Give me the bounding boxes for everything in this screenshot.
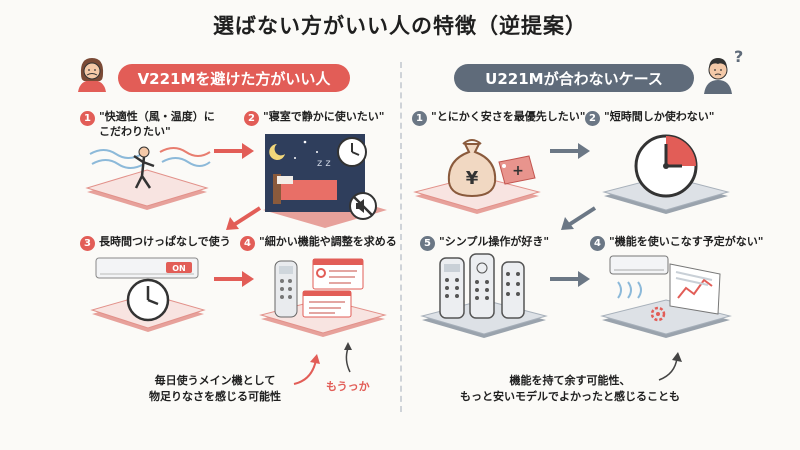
right-step-2: 2 "短時間しか使わない": [585, 110, 714, 126]
arrow-down-left-2: [561, 206, 597, 230]
arrow-right-2: [214, 271, 254, 287]
right-step-3: 5 "シンプル操作が好き": [420, 235, 549, 251]
right-step-4-number: 4: [590, 236, 605, 251]
arrow-right-4: [550, 271, 590, 287]
page-title: 選ばない方がいい人の特徴（逆提案）: [213, 14, 587, 38]
question-mark-icon: ?: [734, 48, 743, 66]
left-step-2-number: 2: [244, 111, 259, 126]
plus-icon: +: [512, 163, 524, 179]
ac-long-hours-illustration: ON: [90, 257, 206, 332]
left-aside-text: もうっか: [326, 380, 370, 393]
left-step-4: 4 "細かい機能や調整を求める: [240, 235, 397, 251]
left-step-1-text: "快適性（風・温度）に こだわりたい": [99, 110, 215, 138]
left-step-1: 1 "快適性（風・温度）に こだわりたい": [80, 110, 215, 140]
short-time-clock-illustration: [602, 134, 730, 214]
right-step-1: 1 "とにかく安さを最優先したい": [412, 110, 585, 126]
confused-man-avatar-icon: ?: [704, 48, 743, 94]
unused-features-illustration: [600, 255, 732, 338]
money-bag-illustration: ¥ +: [413, 139, 541, 214]
right-step-2-number: 2: [585, 111, 600, 126]
left-step-2: 2 "寝室で静かに使いたい": [244, 110, 384, 126]
ac-on-label: ON: [172, 264, 186, 273]
note-pointer-arrow-right: [658, 352, 682, 381]
arrow-right-1: [214, 143, 254, 159]
left-step-3-text: 長時間つけっぱなしで使う: [99, 235, 231, 248]
left-note: 毎日使うメイン機として 物足りなさを感じる可能性: [149, 374, 281, 403]
yen-sign-icon: ¥: [466, 168, 479, 189]
arrow-right-3: [550, 143, 590, 159]
svg-text:z z: z z: [317, 158, 331, 169]
left-step-4-number: 4: [240, 236, 255, 251]
right-step-3-text: "シンプル操作が好き": [439, 235, 550, 248]
right-note: 機能を持て余す可能性、 もっと安いモデルでよかったと感じることも: [460, 374, 680, 403]
bedroom-night-illustration: z z: [263, 134, 387, 228]
remote-settings-illustration: [259, 258, 387, 337]
note-pointer-arrow-left: [293, 354, 320, 385]
left-step-3: 3 長時間つけっぱなしで使う: [80, 235, 231, 251]
center-divider: [400, 62, 402, 412]
right-step-1-text: "とにかく安さを最優先したい": [431, 110, 586, 123]
note-pointer-arrow-aside: [344, 342, 352, 373]
right-header: U221Mが合わないケース: [454, 64, 694, 92]
left-step-4-text: "細かい機能や調整を求める: [259, 235, 397, 248]
arrow-down-left-1: [226, 206, 262, 230]
left-step-1-number: 1: [80, 111, 95, 126]
left-step-3-number: 3: [80, 236, 95, 251]
right-step-3-number: 5: [420, 236, 435, 251]
wind-discomfort-illustration: [85, 146, 211, 210]
left-header: V221Mを避けた方がいい人: [118, 64, 350, 92]
right-step-1-number: 1: [412, 111, 427, 126]
woman-avatar-icon: [78, 58, 106, 92]
right-step-4-text: "機能を使いこなす予定がない": [609, 235, 764, 248]
remotes-illustration: [420, 253, 548, 338]
right-step-2-text: "短時間しか使わない": [604, 110, 715, 123]
right-step-4: 4 "機能を使いこなす予定がない": [590, 235, 763, 251]
left-step-2-text: "寝室で静かに使いたい": [263, 110, 385, 123]
